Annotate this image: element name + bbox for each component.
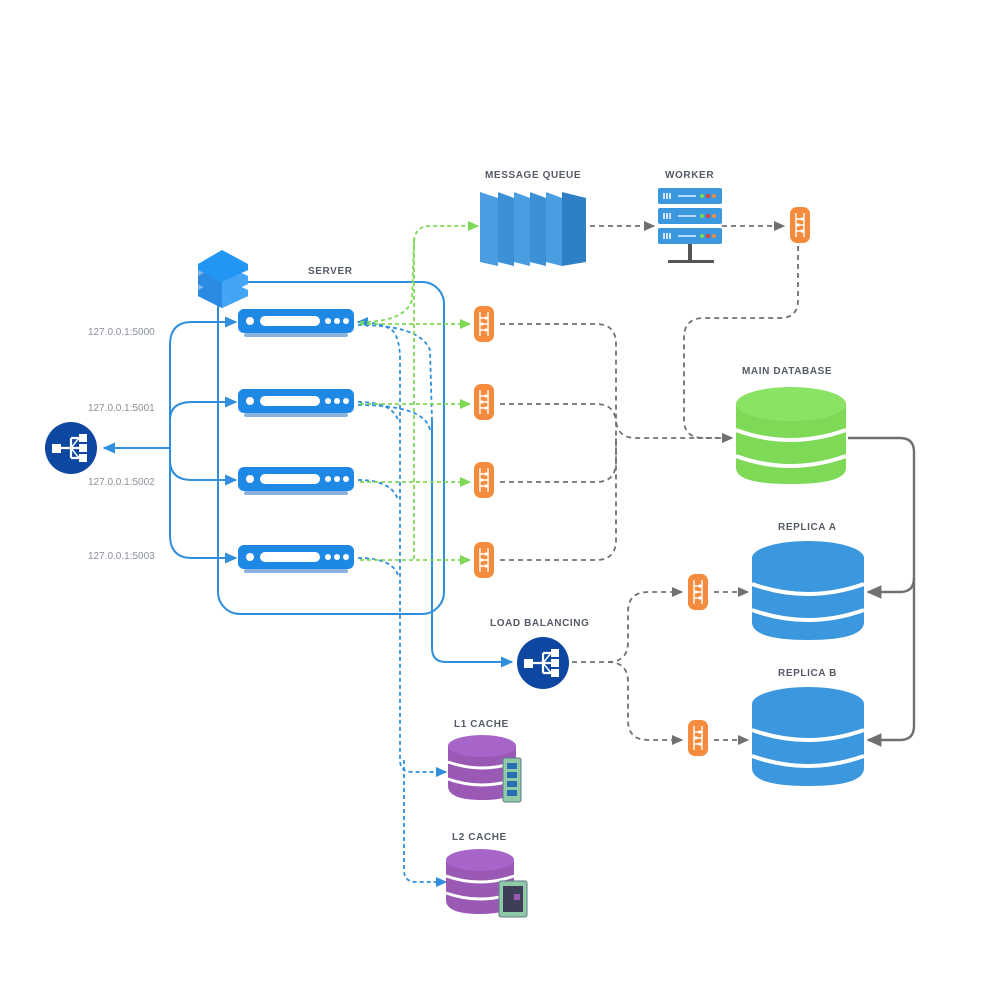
l2-cache-database-icon[interactable] [445, 849, 515, 914]
address-5000: 127.0.0.1:5000 [88, 327, 155, 338]
main-database-label: MAIN DATABASE [742, 366, 832, 377]
connector-icon-replica-b [687, 719, 709, 757]
replica-b-database-icon[interactable] [751, 687, 865, 786]
address-5001: 127.0.0.1:5001 [88, 403, 155, 414]
connector-icon-5000 [473, 305, 495, 343]
connector-icon-5001 [473, 383, 495, 421]
replica-b-label: REPLICA B [778, 668, 837, 679]
worker-label: WORKER [665, 170, 714, 181]
server-node-5003[interactable] [238, 545, 354, 573]
l2-cache-label: L2 CACHE [452, 832, 507, 843]
client-network-hub-icon[interactable] [44, 421, 98, 475]
replica-a-database-icon[interactable] [751, 541, 865, 640]
replication-links [848, 436, 916, 747]
load-balancer-icon[interactable] [516, 636, 570, 690]
queue-links [359, 220, 480, 566]
server-node-5002[interactable] [238, 467, 354, 495]
db-links [500, 220, 799, 746]
memory-module-icon [502, 757, 522, 803]
load-balancing-label: LOAD BALANCING [490, 618, 590, 629]
server-rack-icon[interactable] [658, 188, 722, 263]
connector-icon-5003 [473, 541, 495, 579]
connector-icon-replica-a [687, 573, 709, 611]
connector-icon-5002 [473, 461, 495, 499]
main-database-icon[interactable] [735, 387, 847, 484]
server-node-5000[interactable] [238, 309, 354, 337]
connector-icon-worker [789, 206, 811, 244]
disk-drive-icon [498, 880, 528, 918]
server-stack-icon [198, 250, 248, 308]
message-queue-label: MESSAGE QUEUE [485, 170, 581, 181]
address-5002: 127.0.0.1:5002 [88, 477, 155, 488]
client-links [102, 316, 238, 564]
server-label: SERVER [308, 266, 353, 277]
server-node-5001[interactable] [238, 389, 354, 417]
message-queue-icon[interactable] [480, 192, 586, 266]
l1-cache-label: L1 CACHE [454, 719, 509, 730]
replica-a-label: REPLICA A [778, 522, 837, 533]
server-cache-links [356, 316, 448, 888]
address-5003: 127.0.0.1:5003 [88, 551, 155, 562]
lb-link [431, 420, 514, 668]
